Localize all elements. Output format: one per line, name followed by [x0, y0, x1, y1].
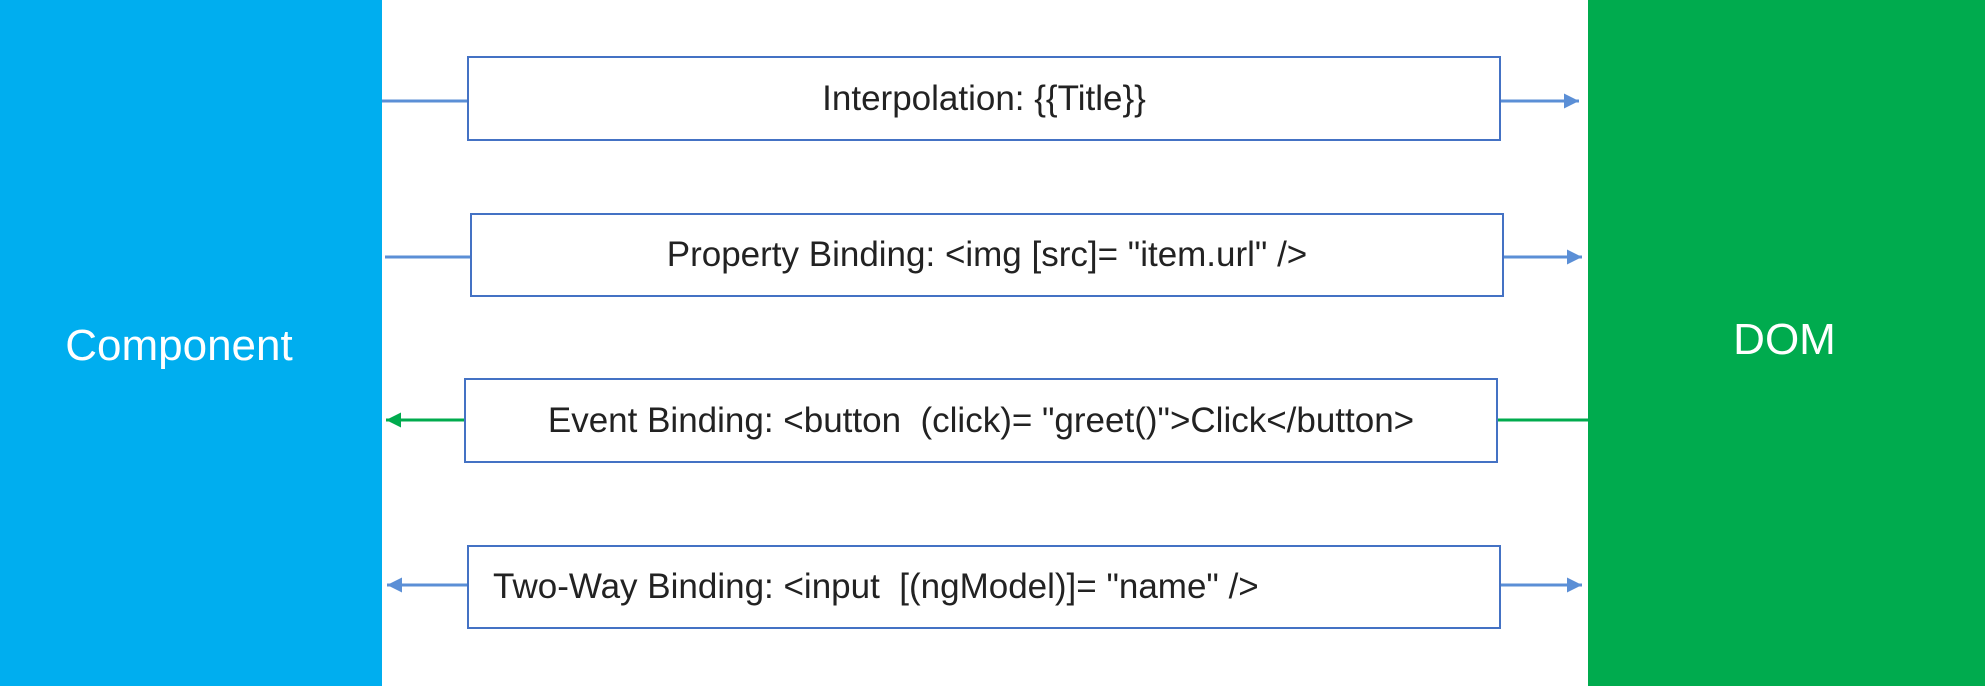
component-panel: Component: [0, 0, 382, 686]
dom-panel: DOM: [1588, 0, 1985, 686]
component-label: Component: [65, 321, 293, 370]
event-binding-label: Event Binding: <button (click)= "greet()…: [547, 400, 1415, 440]
two-way-binding-box: Two-Way Binding: <input [(ngModel)]= "na…: [467, 545, 1501, 629]
two-way-binding-label: Two-Way Binding: <input [(ngModel)]= "na…: [493, 567, 1259, 606]
interpolation-box: Interpolation: {{Title}}: [467, 56, 1501, 141]
event-binding-box: Event Binding: <button (click)= "greet()…: [464, 378, 1498, 463]
interpolation-label: Interpolation: {{Title}}: [822, 78, 1146, 118]
property-binding-box: Property Binding: <img [src]= "item.url"…: [470, 213, 1504, 297]
property-binding-label: Property Binding: <img [src]= "item.url"…: [666, 235, 1308, 274]
dom-label: DOM: [1733, 315, 1836, 364]
